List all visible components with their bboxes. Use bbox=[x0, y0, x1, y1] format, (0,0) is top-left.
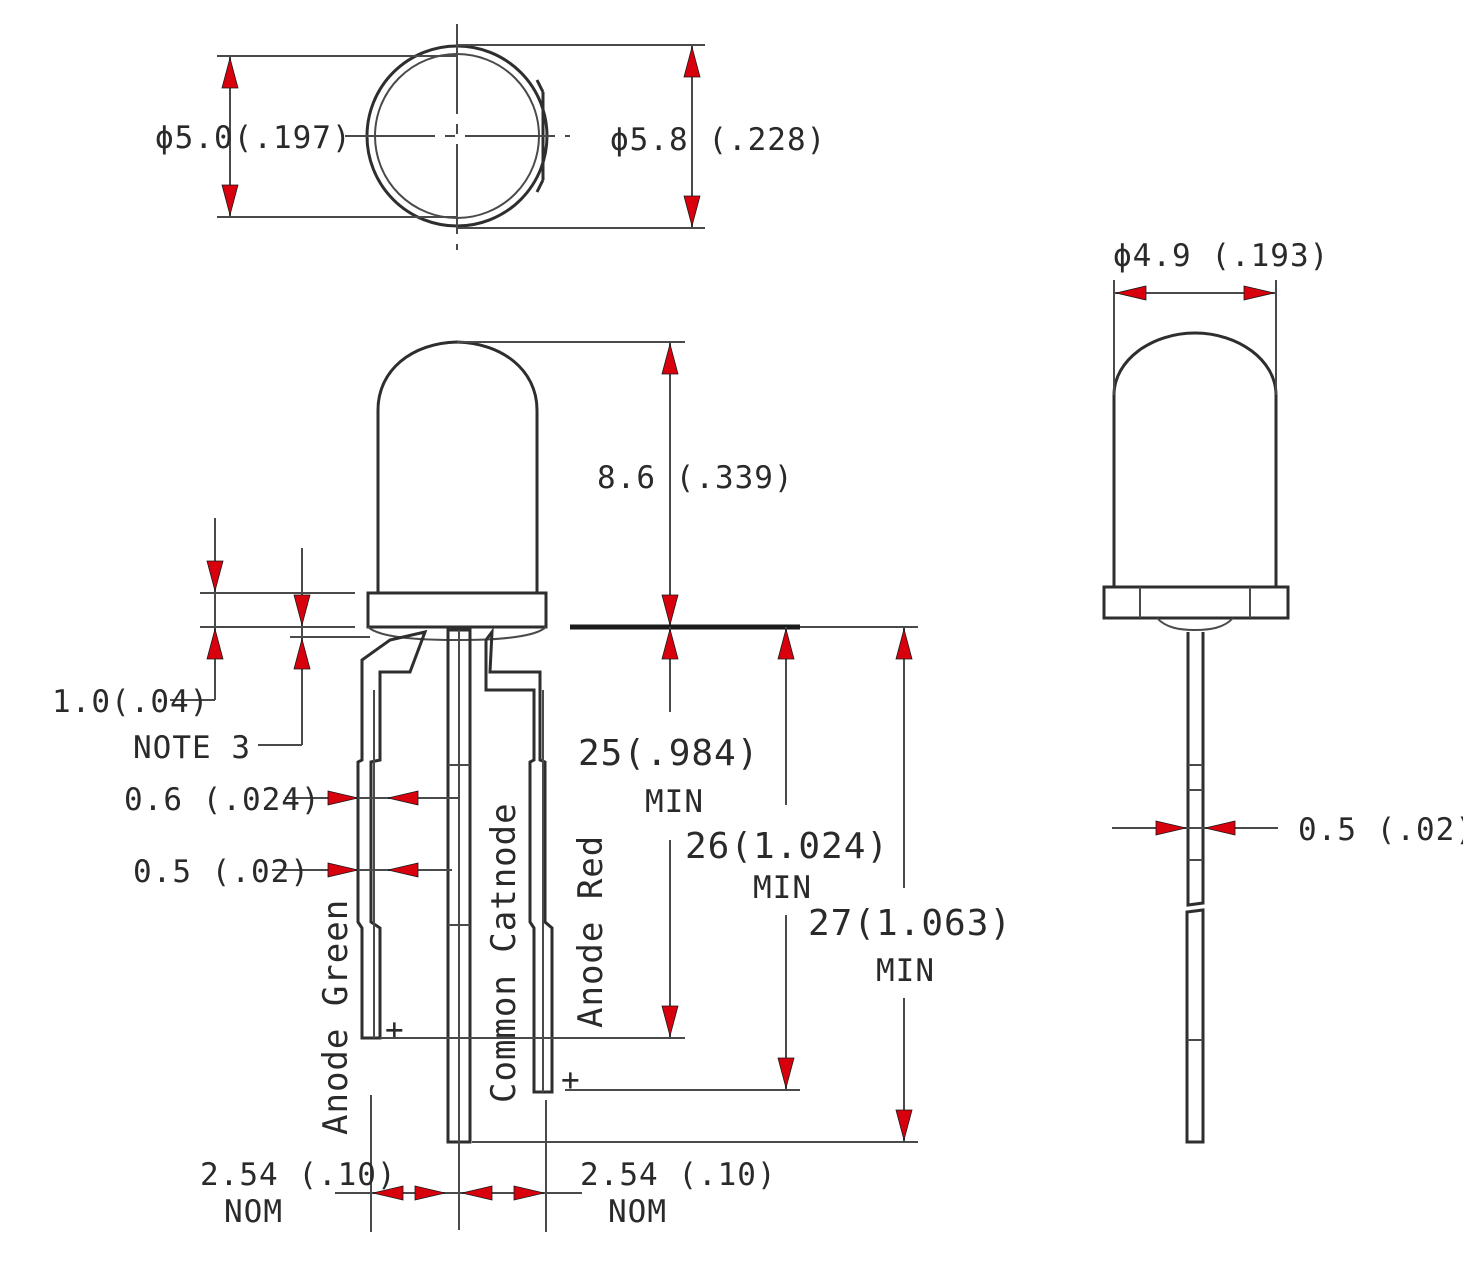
arrow-up-icon bbox=[777, 628, 795, 660]
dim-flange-thickness: 1.0(.04) bbox=[52, 684, 209, 720]
side-view-flange bbox=[1102, 585, 1290, 620]
dim-lead-min-26: 26(1.024) bbox=[685, 826, 889, 867]
dim-lead-min-25: 25(.984) bbox=[578, 733, 759, 774]
arrow-down-icon bbox=[661, 1005, 679, 1037]
arrow-left-icon bbox=[387, 862, 419, 878]
plus-sign-green: + bbox=[385, 1012, 405, 1048]
min-label-26: MIN bbox=[753, 870, 812, 906]
dim-lead-width: 0.6 (.024) bbox=[124, 782, 321, 818]
arrow-left-icon bbox=[1115, 285, 1147, 301]
arrow-left-icon bbox=[461, 1185, 493, 1201]
dim-pitch-right: 2.54 (.10) bbox=[580, 1157, 777, 1193]
lead-common-cathode bbox=[446, 628, 472, 1230]
min-label-25: MIN bbox=[645, 784, 704, 820]
front-view: 8.6 (.339) 1.0(.04) NOTE 3 0.6 (.024) 0.… bbox=[52, 340, 1012, 1232]
dim-pitch-left: 2.54 (.10) bbox=[200, 1157, 397, 1193]
arrow-right-icon bbox=[1155, 820, 1187, 836]
lead-anode-red bbox=[484, 627, 554, 1094]
arrow-down-icon bbox=[683, 195, 701, 227]
dim-body-diameter: ϕ5.0(.197) bbox=[155, 120, 352, 156]
arrow-right-icon bbox=[414, 1185, 446, 1201]
dim-flange-diameter: ϕ5.8 (.228) bbox=[610, 122, 826, 158]
dim-height: 8.6 (.339) bbox=[597, 460, 794, 496]
arrow-up-icon bbox=[661, 628, 679, 660]
top-view: ϕ5.0(.197) ϕ5.8 (.228) bbox=[155, 24, 826, 250]
arrow-up-icon bbox=[293, 638, 311, 670]
arrow-up-icon bbox=[661, 343, 679, 375]
dim-side-lead-thickness: 0.5 (.02) bbox=[1298, 812, 1463, 848]
arrow-up-icon bbox=[206, 628, 224, 660]
pin-label-anode-red: Anode Red bbox=[571, 835, 611, 1028]
arrow-up-icon bbox=[221, 57, 239, 89]
side-view-dome bbox=[1112, 331, 1278, 587]
dim-lead-thickness: 0.5 (.02) bbox=[133, 854, 310, 890]
arrow-right-icon bbox=[1243, 285, 1275, 301]
led-dome bbox=[376, 340, 539, 593]
dim-side-diameter: ϕ4.9 (.193) bbox=[1113, 238, 1329, 274]
arrow-down-icon bbox=[221, 184, 239, 216]
arrow-up-icon bbox=[895, 628, 913, 660]
arrow-down-icon bbox=[293, 594, 311, 626]
arrow-down-icon bbox=[206, 560, 224, 592]
led-flange bbox=[366, 591, 548, 629]
arrow-left-icon bbox=[387, 790, 419, 806]
arrow-right-icon bbox=[513, 1185, 545, 1201]
lead-anode-green bbox=[356, 629, 428, 1040]
plus-sign-red: + bbox=[561, 1062, 581, 1098]
note-3: NOTE 3 bbox=[133, 730, 251, 766]
min-label-27: MIN bbox=[876, 953, 935, 989]
arrow-left-icon bbox=[1204, 820, 1236, 836]
side-view: ϕ4.9 (.193) 0.5 (.02) bbox=[1102, 238, 1463, 1144]
arrow-down-icon bbox=[777, 1057, 795, 1089]
nom-label-right: NOM bbox=[608, 1194, 667, 1230]
arrow-down-icon bbox=[895, 1109, 913, 1141]
pin-label-common-cathode: Common Catnode bbox=[484, 802, 524, 1103]
nom-label-left: NOM bbox=[224, 1194, 283, 1230]
side-view-lead bbox=[1185, 632, 1205, 1144]
arrow-up-icon bbox=[683, 46, 701, 78]
arrow-down-icon bbox=[661, 594, 679, 626]
pin-label-anode-green: Anode Green bbox=[316, 899, 356, 1135]
arrow-right-icon bbox=[327, 862, 359, 878]
arrow-right-icon bbox=[327, 790, 359, 806]
dim-lead-min-27: 27(1.063) bbox=[808, 903, 1012, 944]
